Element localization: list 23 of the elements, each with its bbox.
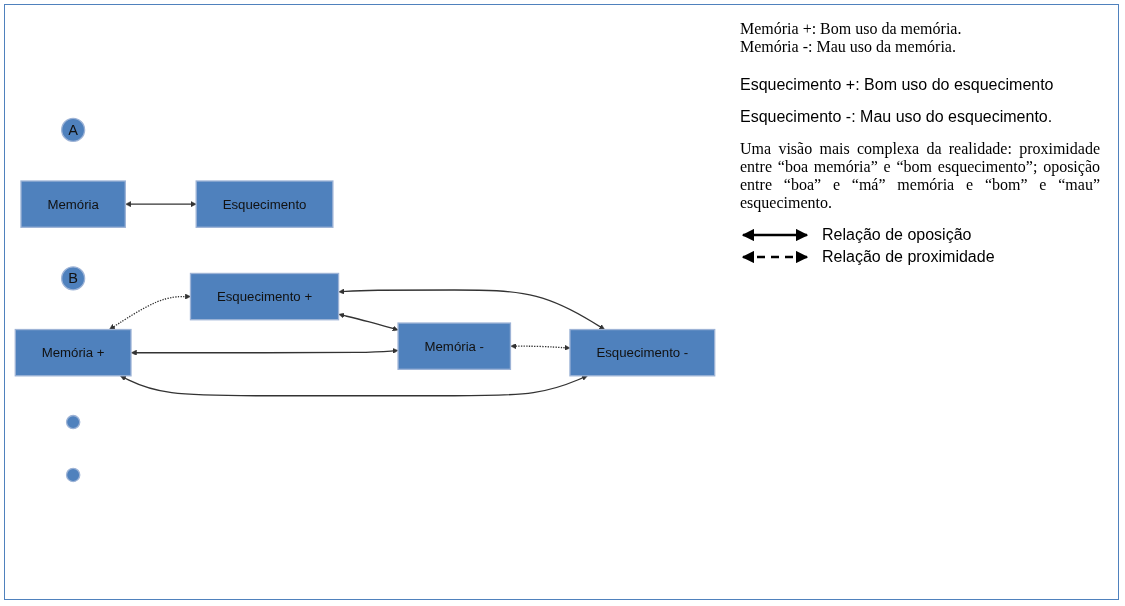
node-box: Memória	[20, 180, 126, 228]
node-circle: A	[61, 117, 86, 142]
node-circle	[65, 414, 81, 430]
node-box: Esquecimento -	[569, 328, 716, 377]
legend-text: Relação de proximidade	[822, 248, 995, 266]
definition-text: Esquecimento +: Bom uso do esquecimento	[740, 76, 1055, 94]
definition-text: Esquecimento -: Mau uso do esquecimento.	[740, 108, 1054, 126]
arrow	[109, 293, 191, 330]
node-box: Memória -	[397, 322, 512, 370]
arrow	[338, 312, 399, 332]
legend-text: Relação de oposição	[822, 226, 972, 244]
arrow	[125, 201, 197, 208]
definition-text: Memória +: Bom uso da memória.	[740, 20, 963, 38]
node-box: Esquecimento +	[189, 272, 340, 321]
node-box: Esquecimento	[195, 180, 334, 228]
note-text: Uma visão mais complexa da realidade: proximidade entre “boa memória” e “bom esquecimento”; oposição entre “boa” e “má” memória e “bom” e “mau” esquecimento.	[740, 140, 1100, 212]
node-circle	[65, 467, 81, 483]
node-circle: B	[61, 266, 86, 291]
arrow	[338, 288, 605, 330]
definition-text: Memória -: Mau uso da memória.	[740, 38, 957, 56]
arrow	[120, 375, 588, 397]
node-box: Memória +	[14, 328, 132, 377]
arrow	[131, 348, 399, 356]
